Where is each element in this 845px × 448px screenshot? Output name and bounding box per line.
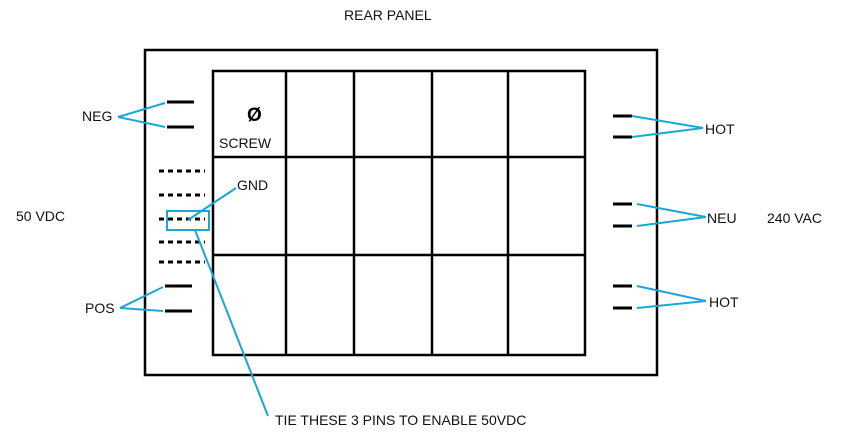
callout-lines [117,102,707,417]
neu-callout [636,203,707,218]
right-pins [613,114,632,310]
hot-top-callout [631,127,704,138]
neg-callout [117,116,166,128]
terminal-grid [211,69,587,357]
left-solid-pins [165,100,194,313]
neu-label: NEU [707,210,737,226]
hot-top-label: HOT [705,121,735,137]
pos-callout [119,286,164,309]
neg-label: NEG [82,108,112,124]
neg-callout [117,102,166,118]
panel-outline [143,48,659,377]
gnd-label: GND [237,177,268,193]
ac-voltage-label: 240 VAC [767,210,822,226]
hot-top-callout [631,115,704,129]
left-dotted-pins [159,169,205,264]
screw-label: SCREW [219,135,272,151]
note-label: TIE THESE 3 PINS TO ENABLE 50VDC [275,412,526,428]
pos-callout [119,307,164,312]
grid-border [211,69,587,357]
note-callout [194,229,269,417]
pos-label: POS [85,300,115,316]
neu-callout [636,216,707,227]
three-pin-highlight [166,210,210,231]
screw-icon: Ø [247,105,262,126]
hot-bottom-label: HOT [709,294,739,310]
hot-bottom-callout [636,300,707,309]
hot-bottom-callout [636,285,707,302]
gnd-callout [187,187,237,221]
diagram-title: REAR PANEL [344,7,432,23]
dc-voltage-label: 50 VDC [16,208,65,224]
